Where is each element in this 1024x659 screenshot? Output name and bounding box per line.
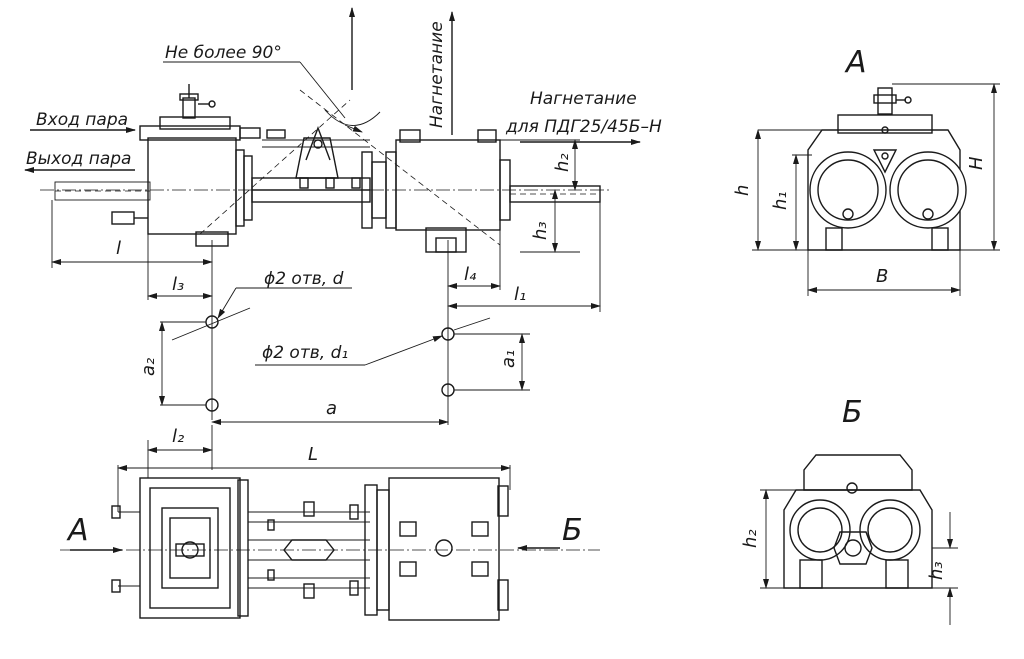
steam-out-label: Выход пара <box>26 149 131 169</box>
dim-l: l <box>116 238 121 259</box>
front-view <box>24 7 641 253</box>
dim-h3-front: h₃ <box>530 221 551 240</box>
discharge-label-2: для ПДГ25/45Б–Н <box>505 117 662 137</box>
dim-h2-viewb: h₂ <box>740 529 761 548</box>
dim-l2: l₂ <box>172 426 184 447</box>
dim-L: L <box>308 444 318 465</box>
hole-d1-label: ϕ2 отв, d₁ <box>262 343 348 363</box>
view-b-title: Б <box>842 395 863 430</box>
hole-d-label: ϕ2 отв, d <box>264 269 344 289</box>
dim-B: B <box>876 266 888 287</box>
arrow-b-label: Б <box>562 513 583 548</box>
mounting-holes <box>159 287 530 425</box>
view-a <box>752 83 1000 296</box>
dim-h3-viewb: h₃ <box>926 561 947 580</box>
dim-l3: l₃ <box>172 274 184 295</box>
angle-note: Не более 90° <box>165 43 282 63</box>
plan-view <box>60 477 600 621</box>
plan-dimensions <box>117 425 511 512</box>
front-dimensions <box>51 139 601 425</box>
discharge-label-1: Нагнетание <box>530 89 637 109</box>
dim-a2: a₂ <box>138 358 159 376</box>
dim-a1: a₁ <box>498 350 519 368</box>
dim-a: a <box>326 398 337 419</box>
labels: Не более 90° Вход пара Выход пара Нагнет… <box>26 21 987 580</box>
dim-h: h <box>732 185 753 196</box>
dim-H: H <box>966 156 987 170</box>
arrow-a-label: А <box>66 513 89 548</box>
dim-l1: l₁ <box>514 284 526 305</box>
view-a-title: А <box>844 45 867 80</box>
dim-l4: l₄ <box>464 264 477 285</box>
steam-in-label: Вход пара <box>36 110 128 130</box>
discharge-vertical-label: Нагнетание <box>427 21 447 128</box>
view-b <box>760 454 958 625</box>
dim-h2-front: h₂ <box>552 153 573 172</box>
dim-h1: h₁ <box>770 191 791 210</box>
